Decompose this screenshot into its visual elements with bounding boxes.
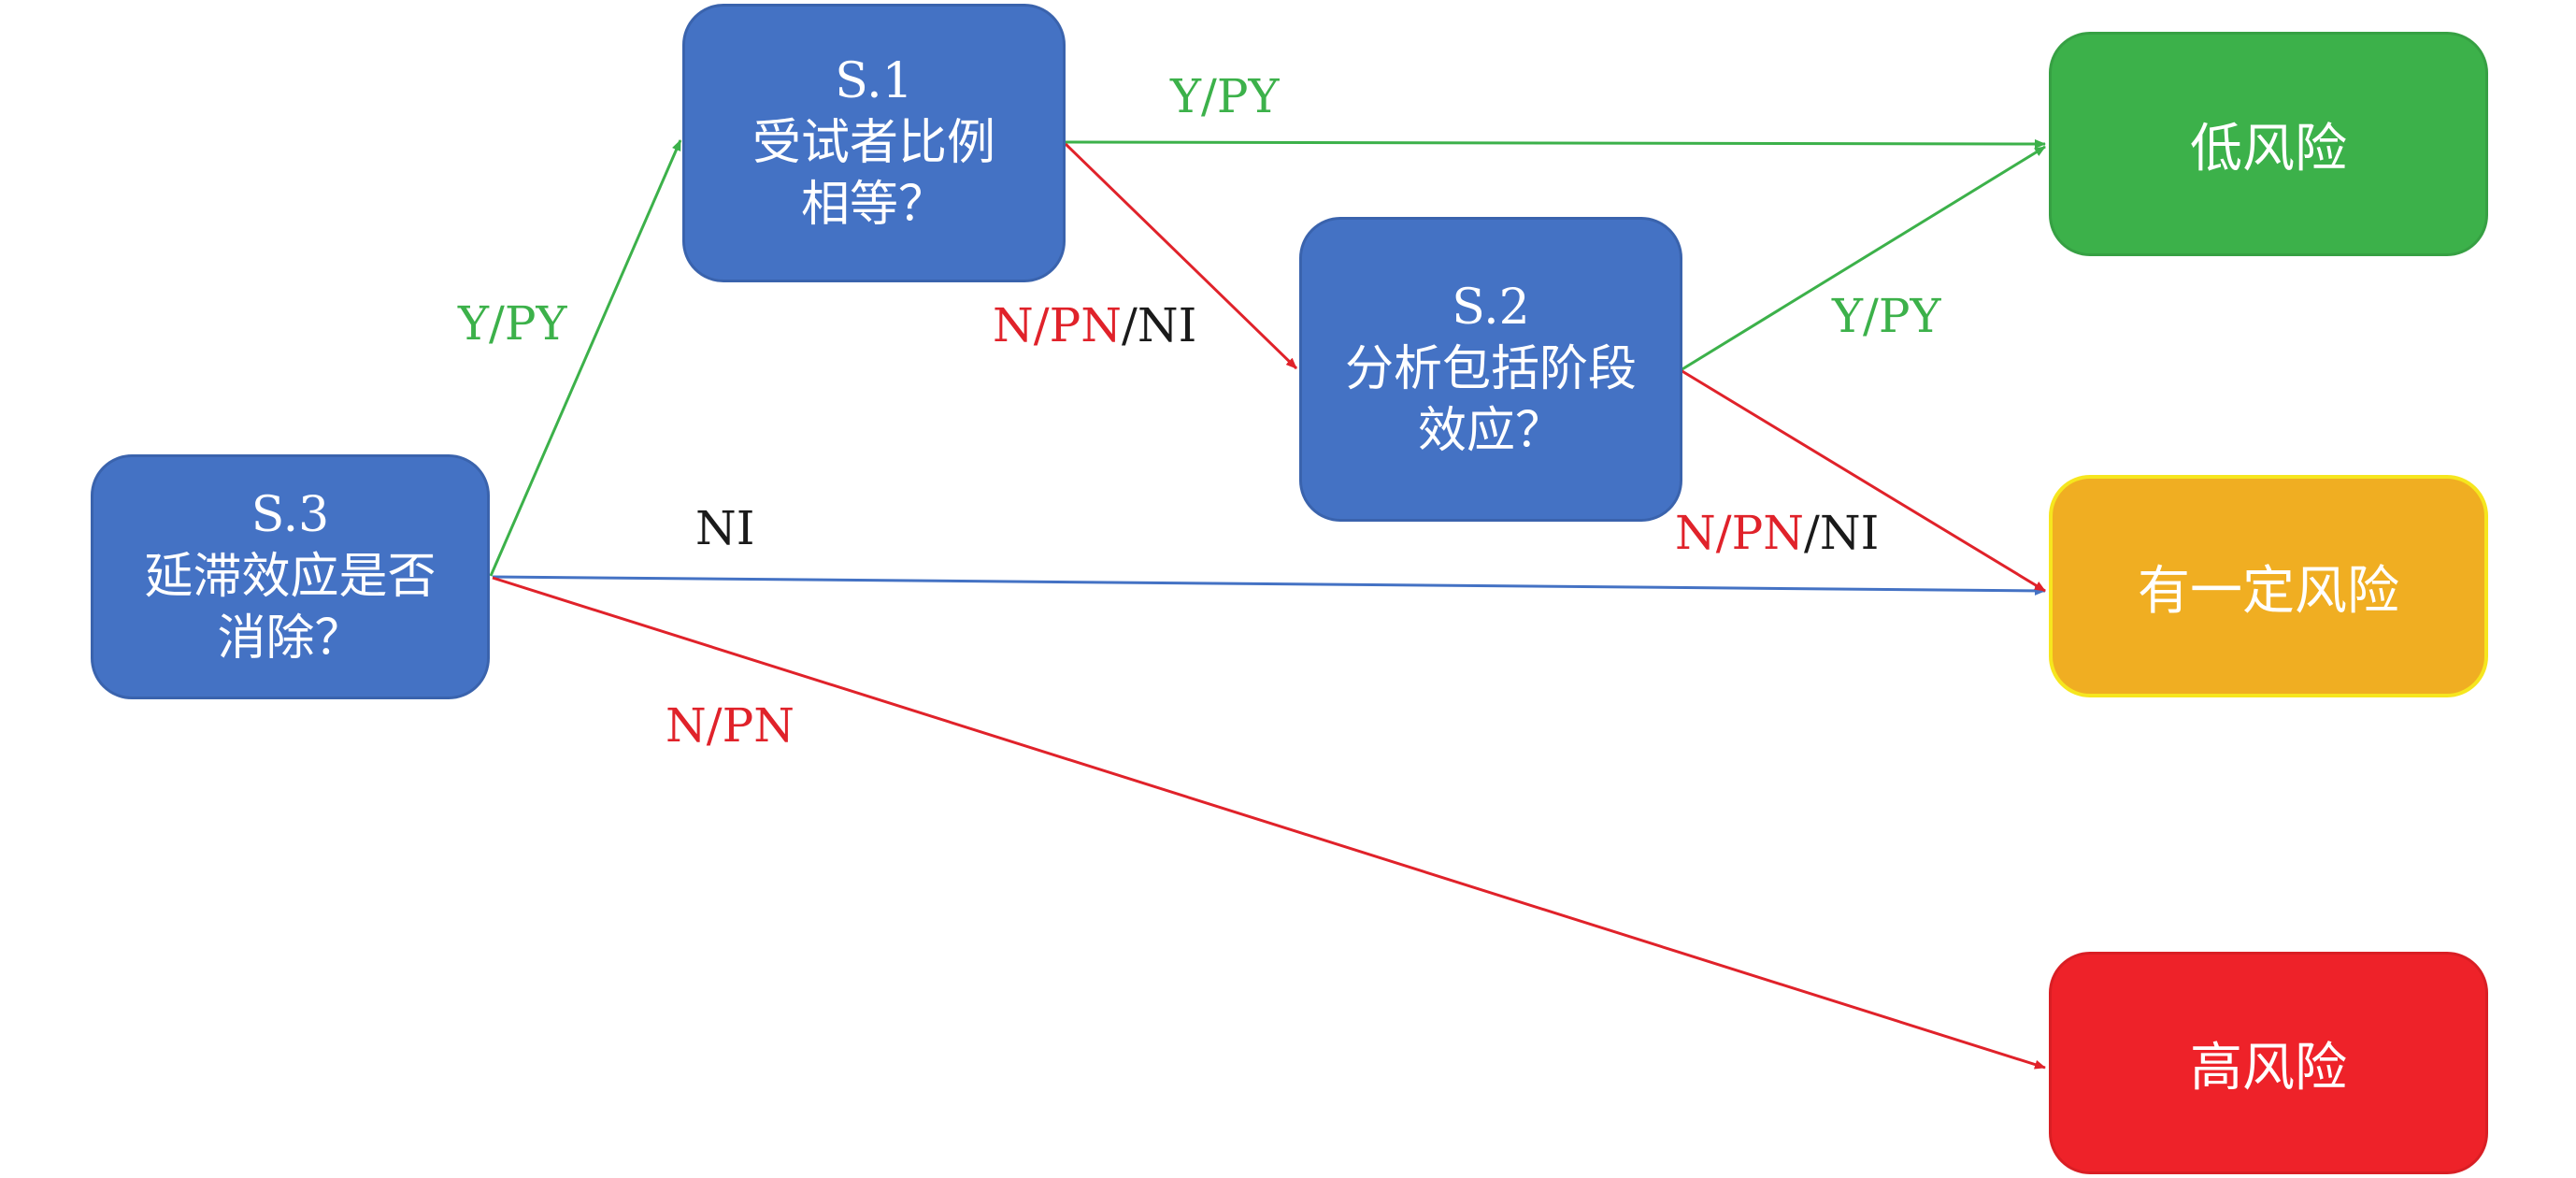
edge-label-s1-to-low-risk: Y/PY [1170,69,1280,123]
edge-label-s2-to-low-risk: Y/PY [1832,289,1941,343]
edge-label-s2-to-some-risk-ni: /NI [1804,506,1880,560]
arrow-s2-to-some-risk [1680,368,2046,593]
outcome-some-risk: 有一定风险 [2049,475,2488,697]
node-s2-line1: 分析包括阶段 [1344,341,1637,397]
node-s1: S.1 受试者比例 相等？ [682,4,1066,282]
arrow-s3-to-s1 [489,139,682,577]
outcome-high-risk-label: 高风险 [2190,1037,2347,1099]
edge-label-s3-to-some-risk: NI [695,501,755,555]
outcome-some-risk-label: 有一定风险 [2138,560,2399,622]
edge-label-s2-to-some-risk-no: N/PN [1675,506,1804,560]
arrow-s1-to-low-risk [1065,138,2046,149]
arrow-s1-to-s2 [1064,142,1298,370]
outcome-low-risk: 低风险 [2049,32,2488,256]
edge-label-s1-to-s2-no: N/PN [993,298,1122,352]
node-s3-id: S.3 [250,487,330,543]
arrow-s3-to-some-risk [492,575,2046,596]
node-s3: S.3 延滞效应是否 消除？ [91,454,490,699]
node-s2: S.2 分析包括阶段 效应？ [1299,217,1682,522]
node-s1-id: S.1 [835,53,913,109]
edge-label-s1-to-s2: N/PN/NI [993,299,1196,352]
node-s2-line2: 效应？ [1417,403,1564,459]
outcome-low-risk-label: 低风险 [2190,118,2347,180]
node-s3-line1: 延滞效应是否 [144,549,436,605]
node-s1-line1: 受试者比例 [751,115,995,171]
arrow-s3-to-high-risk [492,576,2046,1070]
node-s2-id: S.2 [1452,280,1530,336]
node-s3-line2: 消除？ [217,611,364,667]
edge-label-s3-to-high-risk: N/PN [665,698,794,753]
arrow-s2-to-low-risk [1680,145,2046,372]
edge-label-s1-to-s2-ni: /NI [1122,298,1197,352]
edge-label-s3-to-s1: Y/PY [458,296,567,351]
node-s1-line2: 相等？ [800,177,947,233]
outcome-high-risk: 高风险 [2049,952,2488,1174]
edge-label-s2-to-some-risk: N/PN/NI [1675,507,1879,559]
